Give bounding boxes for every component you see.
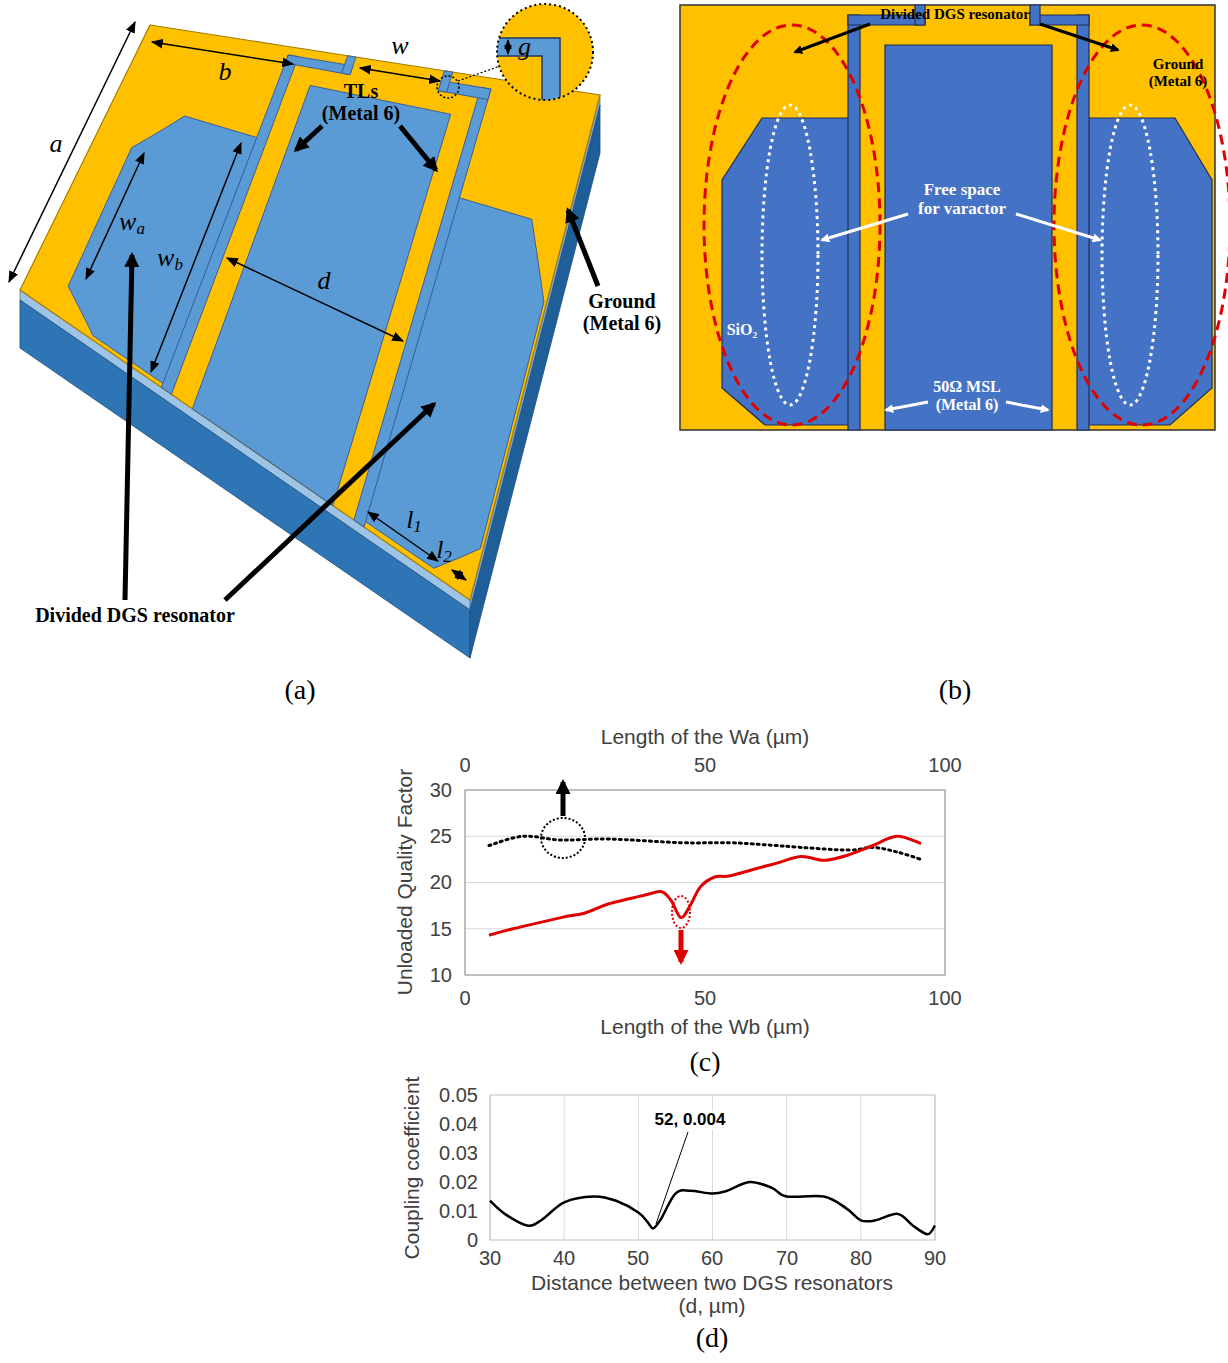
device-3d-view bbox=[20, 25, 600, 658]
axis-tick: 80 bbox=[850, 1247, 872, 1269]
callout-label: Divided DGS resonator bbox=[880, 6, 1030, 23]
axis-tick: 100 bbox=[928, 754, 961, 776]
gridline bbox=[638, 1095, 639, 1240]
plot-frame bbox=[490, 1095, 935, 1240]
axis-tick: 25 bbox=[430, 825, 452, 847]
region-label: SiO₂ bbox=[727, 321, 758, 339]
sio2-cutout bbox=[1030, 5, 1040, 25]
axis-tick: 0.03 bbox=[439, 1142, 478, 1164]
axis-tick: 0 bbox=[459, 754, 470, 776]
callout-label: Ground (Metal 6) bbox=[583, 290, 661, 334]
dimension-label: l1 bbox=[406, 506, 422, 535]
axis-tick: 50 bbox=[694, 754, 716, 776]
coupling-curve bbox=[490, 1182, 935, 1234]
axis-tick: 20 bbox=[430, 871, 452, 893]
axis-tick: 10 bbox=[430, 964, 452, 986]
axis-title: Unloaded Quality Factor bbox=[393, 769, 416, 995]
axis-tick: 15 bbox=[430, 918, 452, 940]
dimension-label: a bbox=[50, 130, 63, 159]
data-annotation: 52, 0.004 bbox=[652, 1111, 729, 1130]
zoom-detail bbox=[437, 2, 595, 110]
ground-metal bbox=[680, 5, 1215, 430]
sio2-cutout bbox=[722, 118, 855, 425]
dimension-label: w bbox=[391, 32, 408, 61]
region-label: 50Ω MSL (Metal 6) bbox=[933, 378, 1000, 413]
qu-vs-wb-curve bbox=[489, 836, 921, 935]
axis-tick: 50 bbox=[627, 1247, 649, 1269]
axis-title: Coupling coefficient bbox=[400, 1077, 423, 1260]
axis-tick: 40 bbox=[553, 1247, 575, 1269]
top-view-overlays bbox=[704, 24, 1228, 425]
gridline bbox=[564, 1095, 565, 1240]
dimension-label: wb bbox=[157, 244, 183, 273]
axis-tick: 30 bbox=[479, 1247, 501, 1269]
callout-label: TLs (Metal 6) bbox=[322, 80, 400, 124]
sio2-cutout bbox=[192, 85, 450, 505]
gridline bbox=[786, 1095, 787, 1240]
axis-tick: 100 bbox=[928, 987, 961, 1009]
dimension-label: wa bbox=[119, 208, 145, 237]
axis-tick: 0.02 bbox=[439, 1171, 478, 1193]
region-label: Free space for varactor bbox=[918, 181, 1006, 218]
axis-title: Length of the Wb (µm) bbox=[600, 1015, 809, 1038]
dimension-label: b bbox=[219, 58, 232, 87]
axis-tick: 0 bbox=[459, 987, 470, 1009]
dimension-label: g bbox=[518, 33, 531, 62]
axis-title: Length of the Wa (µm) bbox=[601, 725, 810, 748]
panel-label: (c) bbox=[689, 1047, 720, 1078]
axis-tick: 0.05 bbox=[439, 1084, 478, 1106]
axis-tick: 90 bbox=[924, 1247, 946, 1269]
dimension-arrows bbox=[9, 22, 466, 580]
ground-metal bbox=[20, 25, 600, 600]
sio2-cutout bbox=[342, 56, 357, 75]
qu-vs-wa-curve bbox=[489, 836, 921, 859]
axis-tick: 70 bbox=[776, 1247, 798, 1269]
panel-label: (d) bbox=[696, 1323, 729, 1354]
gridline bbox=[860, 1095, 861, 1240]
callout-label: Divided DGS resonator bbox=[35, 604, 235, 626]
axis-tick: 0.01 bbox=[439, 1200, 478, 1222]
panel-label: (b) bbox=[939, 675, 972, 706]
axis-tick: 0 bbox=[467, 1229, 478, 1251]
gridline bbox=[465, 928, 945, 929]
plot-frame bbox=[465, 790, 945, 975]
axis-tick: 60 bbox=[701, 1247, 723, 1269]
sio2-cutout bbox=[885, 45, 1052, 430]
dimension-label: l2 bbox=[436, 536, 452, 565]
axis-title: Distance between two DGS resonators (d, … bbox=[531, 1271, 893, 1317]
axis-tick: 30 bbox=[430, 779, 452, 801]
axis-tick: 50 bbox=[694, 987, 716, 1009]
callout-label: Ground (Metal 6) bbox=[1149, 56, 1208, 89]
callout-arrows bbox=[125, 126, 598, 600]
charts bbox=[465, 790, 945, 1240]
sio2-cutout bbox=[438, 71, 453, 92]
chart-markers bbox=[541, 782, 690, 1224]
device-top-view bbox=[680, 5, 1215, 430]
axis-tick: 0.04 bbox=[439, 1113, 478, 1135]
dimension-label: d bbox=[318, 267, 331, 296]
panel-label: (a) bbox=[284, 675, 315, 706]
